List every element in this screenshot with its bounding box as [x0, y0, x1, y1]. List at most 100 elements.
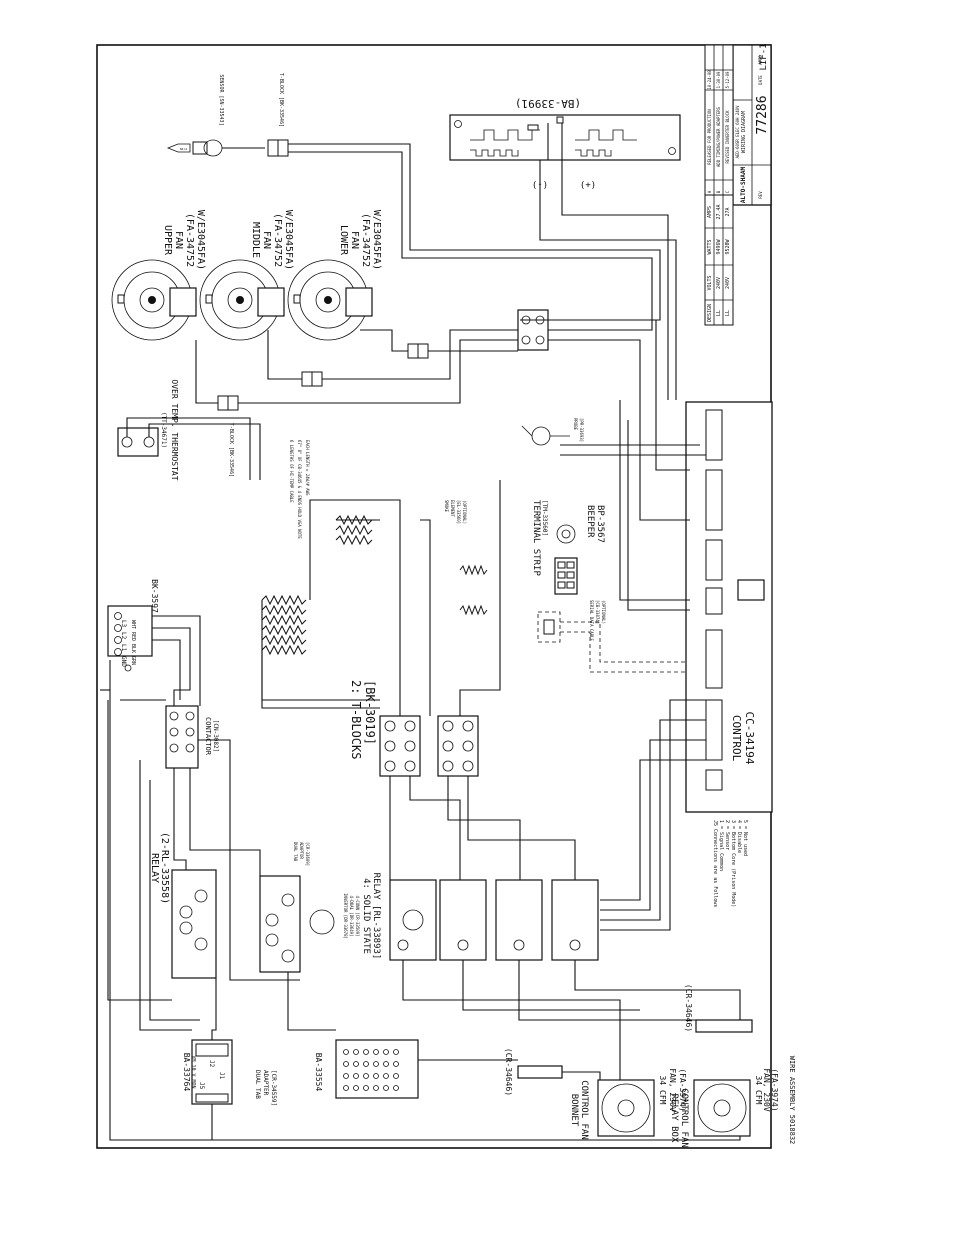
cr-34646-connectors: (CR-34646) (CR-34646) — [504, 984, 753, 1096]
upper-fan-label-2: FAN — [173, 231, 184, 249]
over-temp-thermostat: OVER TEMP. THERMOSTAT (TT-34671) — [117, 379, 179, 481]
thermostat-label-1: OVER TEMP. THERMOSTAT — [170, 379, 179, 480]
company-logo-text: ALTO-SHAAM — [740, 167, 747, 204]
wire-red: RED — [130, 632, 136, 641]
middle-fan-label-1: MIDDLE — [250, 222, 261, 258]
t-block-top — [267, 139, 279, 157]
row2-watts: 9520W — [725, 238, 731, 254]
volts-header: VOLTS — [707, 275, 713, 290]
wire-blk: BLK — [130, 644, 136, 653]
bonnet-fan-spec-1: 34 CFM — [658, 1076, 667, 1105]
control-label-1: CONTROL — [730, 715, 743, 762]
serial-cable-label-3: (OPTIONAL) — [601, 600, 606, 624]
lower-fan-label-3: (FA-34752 — [360, 213, 371, 267]
ba-33554-label: BA-33554 — [314, 1053, 323, 1092]
row1-watts: 9496W — [716, 238, 722, 254]
j2-label: J2 — [208, 1060, 215, 1068]
line-l3: L3 — [120, 620, 127, 628]
relay-box-control-fan: RELAY BOX CONTROL FAN 34 CFM FAN, 230V (… — [669, 1068, 779, 1147]
bonnet-fan-spec-2: FAN, 230V — [668, 1068, 677, 1112]
middle-fan: MIDDLE FAN (FA-34752 W/E3045FA) — [199, 210, 294, 341]
ssr-label-1: 4: SOLID STATE — [361, 878, 371, 954]
drawing-number: 77286 — [755, 95, 770, 134]
ba-33764-label: BA-33764 — [182, 1053, 191, 1092]
ba-33764-module: BA-33764 VM 10 V MON J2 J1 J5 DUAL TAB A… — [182, 1039, 277, 1106]
t-block-left-label: T-BLOCK [BK-33546] — [228, 423, 234, 477]
svg-text:NI/A: NI/A — [180, 147, 187, 151]
wire-wht: WHT — [130, 620, 136, 629]
contactor-label-2: [CN-3082] — [212, 720, 219, 753]
contactor: CONTACTOR [CN-3082] — [165, 705, 219, 769]
row2-amps: 27A — [725, 207, 731, 216]
j5-note-4: 4 = Disable — [736, 820, 742, 853]
dual-tab-mid-3: [CR-33609] — [305, 842, 310, 866]
revision-a: RELEASED FOR PRODUCTION — [707, 109, 712, 165]
ssr-label-2: RELAY [RL-33893] — [371, 873, 381, 960]
j5-note-2: 2 = Sensor — [724, 820, 730, 850]
j5-note-3: 3 = Bottom Core (Prison Mode) — [730, 820, 736, 907]
ratings-table: AMPS WATTS VOLTS DESIGN 27.4A 9496W 240V… — [704, 194, 734, 326]
lower-fan-label-1: LOWER — [338, 225, 349, 256]
row1-amps: 27.4A — [716, 204, 722, 219]
dual-tab-bottom-1: DUAL TAB — [254, 1070, 261, 1099]
j5-label: J5 — [198, 1082, 205, 1090]
serial-cable-label-2: [CB-33874] — [595, 600, 600, 624]
fan-connector — [517, 309, 549, 351]
upper-fan-label-1: UPPER — [162, 225, 173, 256]
row2-design: LL — [725, 310, 731, 316]
j5-note-5: 5 = Not used — [742, 820, 748, 856]
dual-tab-bottom-3: [CR-34559] — [270, 1070, 277, 1106]
middle-fan-label-2: FAN — [261, 231, 272, 249]
smoke-label-3: [EL-33560] — [456, 500, 461, 524]
j5-note-0: J5 Connections are as Follows — [712, 820, 718, 907]
inverter-label-2: 4-DUAL [DR-33649] — [349, 896, 354, 937]
wiring — [100, 123, 741, 1141]
line-l1: L1 — [120, 644, 127, 652]
relay-box-fan-spec-3: (FA-3974) — [770, 1068, 779, 1111]
display-board: (BA-33991) (-) (+) — [449, 97, 681, 189]
inverter-label-1: INVERTOR [DR-33678] — [343, 893, 348, 939]
rev-date-b: 1-30-09 — [716, 71, 721, 88]
middle-fan-label-3: (FA-34752 — [272, 213, 283, 267]
t-block-top-label: T-BLOCK [BK-33546] — [278, 73, 284, 127]
relay-label-1: RELAY — [149, 853, 160, 883]
ba-33764-sub: VM 10 V MON — [190, 1055, 196, 1088]
revision-b: ADD TIMING/POWER ADAPTERS — [716, 106, 721, 167]
rev-date-a: 10-24-08 — [707, 70, 712, 90]
heater-note-3: EACH LENGTH = 24W/# AWG — [305, 440, 310, 496]
heater-note-1: 6 LENGTHS OF HI-TEMP CABLE — [289, 440, 294, 503]
rev-date-c: 5-12-09 — [725, 71, 730, 88]
sensor-label: SENSOR [SN-33543] — [218, 74, 224, 125]
amps-header: AMPS — [707, 206, 713, 218]
j5-notes: J5 Connections are as Follows 1 = Signal… — [712, 820, 748, 907]
dual-tab-mid-2: ADAPTOR — [299, 842, 304, 859]
sheet-number: LIF-1 — [759, 43, 769, 70]
bonnet-control-fan: BONNET CONTROL FAN 34 CFM FAN, 230V (FA-… — [569, 1068, 687, 1139]
relay: RELAY (2-RL-33558) — [149, 832, 217, 979]
probe-label-2: [PR-33693] — [579, 418, 584, 442]
bk-3597-label: BK-3597 — [150, 579, 159, 613]
beeper-label-2: BP-3567 — [595, 505, 605, 543]
dual-tab-bottom-2: ADAPTER — [262, 1070, 269, 1096]
relay-box-fan-spec-2: FAN, 230V — [762, 1068, 771, 1112]
serial-cable-label-1: SERIAL DATA CABLE — [589, 600, 594, 642]
heater-elements: 6 LENGTHS OF HI-TEMP CABLE 67" 8" OF CB-… — [261, 440, 488, 656]
wire-assembly-label: WIRE ASSEMBLY 5018832 — [788, 1056, 796, 1145]
wire-grn: GRN — [130, 656, 136, 665]
upper-fan-label-4: W/E3045FA) — [195, 210, 206, 270]
bonnet-fan-label-1: BONNET — [569, 1094, 579, 1127]
contactor-label-1: CONTACTOR — [204, 717, 212, 756]
relay-box-fan-label-2: CONTROL FAN — [679, 1088, 689, 1148]
lower-fan-label-2: FAN — [349, 231, 360, 249]
inverter-label-3: 4-CONN [CR-33509] — [355, 896, 360, 937]
lower-fan-label-4: W/E3045FA) — [371, 210, 382, 270]
bonnet-fan-label-2: CONTROL FAN — [579, 1080, 589, 1140]
middle-fan-label-4: W/E3045FA) — [283, 210, 294, 270]
bonnet-fan-spec-3: (FA-3974) — [678, 1068, 687, 1111]
lower-fan: LOWER FAN (FA-34752 W/E3045FA) — [287, 210, 382, 341]
terminal-strip: TERMINAL STRIP [TM-33560] — [531, 500, 578, 595]
row2-volts: 240V — [725, 277, 731, 289]
serial-data-cable: SERIAL DATA CABLE [CB-33874] (OPTIONAL) — [537, 600, 730, 673]
power-input-block: BK-3597 L3 L2 L1 GND WHT RED BLK GRN — [107, 579, 159, 672]
smoke-label-4: (OPTIONAL) — [462, 500, 467, 524]
